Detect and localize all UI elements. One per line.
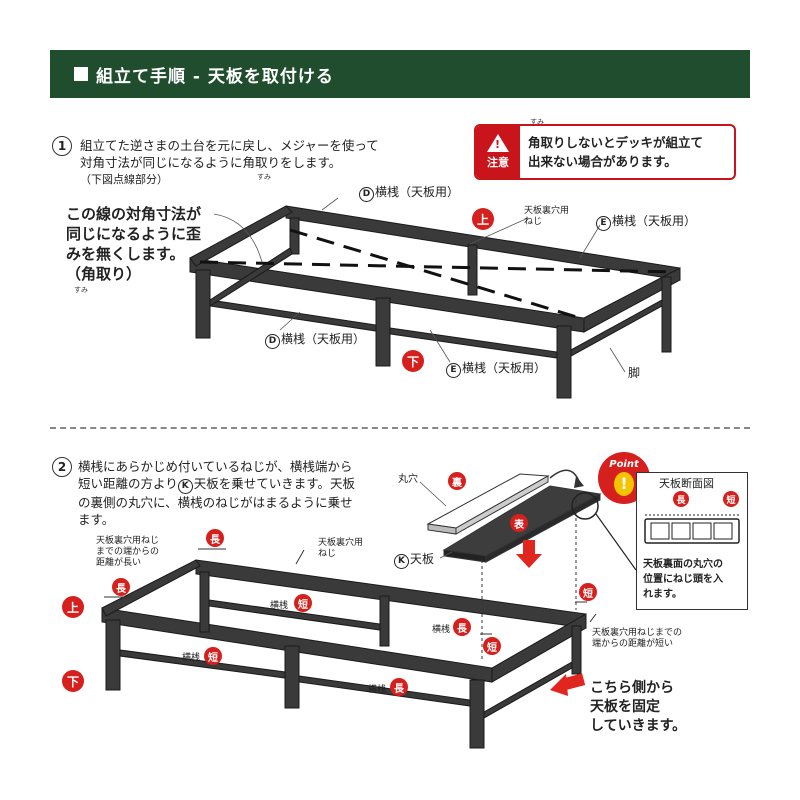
round-hole-label: 丸穴	[398, 474, 418, 485]
back-mark: 裏	[448, 472, 466, 490]
bottom-mark-2: 下	[62, 670, 84, 692]
step2-line3: の裏側の丸穴に、横桟のねじがはまるように乗せ	[78, 495, 353, 510]
left-note-line1: 天板裏穴用ねじ	[96, 536, 160, 546]
board-k-text: 天板	[410, 552, 435, 566]
letter-d-icon: D	[265, 334, 280, 349]
rail-d-top-text: 横桟（天板用）	[375, 185, 460, 199]
step2-line4: ます。	[78, 512, 115, 527]
section-title-label: 天板断面図	[659, 477, 714, 490]
top-mark-2: 上	[62, 596, 84, 618]
letter-d-icon: D	[359, 187, 374, 202]
rail-label-c: 横桟	[182, 653, 201, 663]
step2-line2a: 短い距離の方より	[78, 476, 178, 491]
screw-label-1-line2: ねじ	[524, 217, 543, 227]
fix-line1: こちら側から	[590, 680, 674, 696]
step1-note: （下図点線部分）	[80, 173, 168, 186]
leg-label: 脚	[628, 366, 641, 380]
rail-long-mark-d: 長	[390, 678, 408, 696]
section-note: 天板裏面の丸穴の 位置にねじ頭を入 れます。	[643, 557, 723, 602]
long-mark-top: 長	[206, 529, 224, 547]
screw-label-2-line2: ねじ	[318, 549, 337, 559]
letter-k-icon: K	[394, 554, 409, 569]
rail-long-mark-b: 長	[453, 618, 471, 636]
letter-e-icon: E	[596, 216, 611, 231]
rail-short-mark-a: 短	[294, 594, 312, 612]
step-number-2: 2	[52, 457, 72, 477]
rail-d-bottom-text: 横桟（天板用）	[281, 332, 366, 346]
square-bullet-icon	[74, 67, 88, 81]
exclamation-icon: !	[614, 472, 634, 496]
callout-ruby: すみ	[74, 286, 88, 294]
callout-line4: （角取り）	[66, 265, 142, 283]
section-divider	[50, 427, 750, 429]
rail-e-right-text: 横桟（天板用）	[612, 214, 697, 228]
short-mark-front: 短	[483, 637, 501, 655]
warning-message: 角取りしないとデッキが組立て 出来ない場合があります。	[528, 133, 703, 171]
letter-e-icon: E	[446, 363, 461, 378]
bottom-mark-1: 下	[402, 350, 424, 372]
step2-line1: 横桟にあらかじめ付いているねじが、横桟端から	[78, 459, 353, 474]
diagonal-callout: この線の対角寸法が 同じになるように歪 みを無くします。 （角取り）	[66, 204, 201, 284]
right-note-line2: 端からの距離が短い	[592, 639, 674, 649]
left-note-line2: までの端からの	[96, 547, 160, 557]
right-distance-note: 天板裏穴用ねじまでの 端からの距離が短い	[592, 628, 682, 650]
section-note-line1: 天板裏面の丸穴の	[643, 559, 723, 570]
section-long-mark: 長	[673, 491, 689, 507]
warning-icon: !	[487, 134, 509, 152]
fix-direction-note: こちら側から 天板を固定 していきます。	[590, 679, 686, 736]
warning-box: ! 注意 角取りしないとデッキが組立て 出来ない場合があります。	[474, 124, 736, 180]
rail-e-bottom-text: 横桟（天板用）	[462, 361, 547, 375]
step1-line1: 組立てた逆さまの土台を元に戻し、メジャーを使って	[80, 138, 379, 153]
front-mark: 表	[510, 514, 528, 532]
right-note-line1: 天板裏穴用ねじまでの	[592, 628, 683, 638]
top-mark-1: 上	[472, 208, 494, 230]
point-label: Point	[609, 459, 639, 470]
warning-line2: 出来ない場合があります。	[528, 154, 677, 169]
callout-line3: みを無くします。	[66, 245, 185, 263]
fix-line3: していきます。	[590, 718, 687, 734]
warning-badge: ! 注意	[476, 126, 520, 178]
section-note-line3: れます。	[643, 589, 682, 600]
screw-label-1-line1: 天板裏穴用	[524, 206, 570, 216]
step-number-1: 1	[52, 136, 72, 156]
section-short-mark: 短	[723, 491, 739, 507]
section-title: 組立て手順 - 天板を取付ける	[96, 66, 334, 87]
warning-badge-label: 注意	[487, 156, 509, 169]
long-mark-left: 長	[112, 578, 130, 596]
screw-label-2-line1: 天板裏穴用	[318, 538, 364, 548]
frame-diagram-1	[189, 197, 681, 399]
board-section-box: 天板断面図 長 短 天板裏面の丸穴の 位置にねじ頭を入 れます。	[636, 472, 748, 610]
fix-line2: 天板を固定	[590, 699, 660, 715]
short-mark-right: 短	[579, 583, 597, 601]
callout-line1: この線の対角寸法が	[66, 205, 202, 223]
board-section-icon	[644, 514, 740, 544]
step1-line2: 対角寸法が同じになるように角取りをします。	[80, 155, 342, 170]
step1-ruby: すみ	[257, 173, 271, 181]
left-note-line3: 距離が長い	[96, 558, 142, 568]
callout-line2: 同じになるように歪	[66, 225, 202, 243]
letter-k-icon: K	[177, 479, 193, 494]
left-distance-note: 天板裏穴用ねじ までの端からの 距離が長い	[96, 536, 159, 569]
section-note-line2: 位置にねじ頭を入	[643, 574, 723, 585]
rail-short-mark-c: 短	[204, 647, 222, 665]
screw-label-2: 天板裏穴用 ねじ	[318, 538, 363, 560]
rail-label-b: 横桟	[432, 625, 451, 635]
step1-instructions: 組立てた逆さまの土台を元に戻し、メジャーを使って 対角寸法が同じになるように角取…	[80, 137, 379, 188]
step2-line2b: 天板を乗せていきます。天板	[193, 476, 356, 491]
rail-label-d: 横桟	[368, 685, 387, 695]
warning-ruby: すみ	[530, 118, 544, 126]
warning-line1: 角取りしないとデッキが組立て	[528, 135, 704, 150]
rail-label-a: 横桟	[270, 601, 289, 611]
screw-label-1: 天板裏穴用 ねじ	[524, 206, 569, 228]
section-header: 組立て手順 - 天板を取付ける	[50, 50, 750, 98]
